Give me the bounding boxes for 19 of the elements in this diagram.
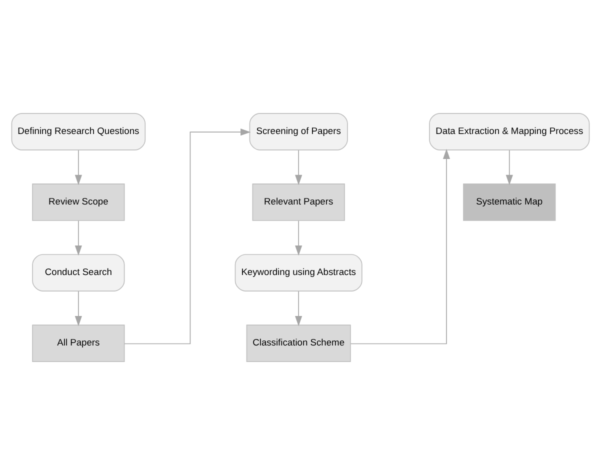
- arrow: [74, 150, 82, 186]
- node-box: Screening of Papers: [249, 112, 348, 150]
- arrow: [350, 148, 450, 344]
- arrow: [124, 128, 251, 344]
- node-box: Classification Scheme: [246, 324, 351, 362]
- arrow: [295, 150, 302, 186]
- arrow: [506, 150, 513, 186]
- node-box: Review Scope: [32, 184, 125, 221]
- node-box: Relevant Papers: [252, 184, 345, 221]
- arrow: [295, 290, 302, 326]
- node-box: Conduct Search: [32, 254, 125, 292]
- node-box: Defining Research Questions: [11, 112, 146, 150]
- node-box: Systematic Map: [463, 184, 556, 221]
- arrow: [74, 290, 82, 326]
- node-box: Data Extraction & Mapping Process: [429, 112, 590, 150]
- arrow: [74, 220, 82, 256]
- node-box: Keywording using Abstracts: [234, 254, 362, 292]
- arrow: [295, 220, 302, 256]
- node-box: All Papers: [32, 324, 125, 362]
